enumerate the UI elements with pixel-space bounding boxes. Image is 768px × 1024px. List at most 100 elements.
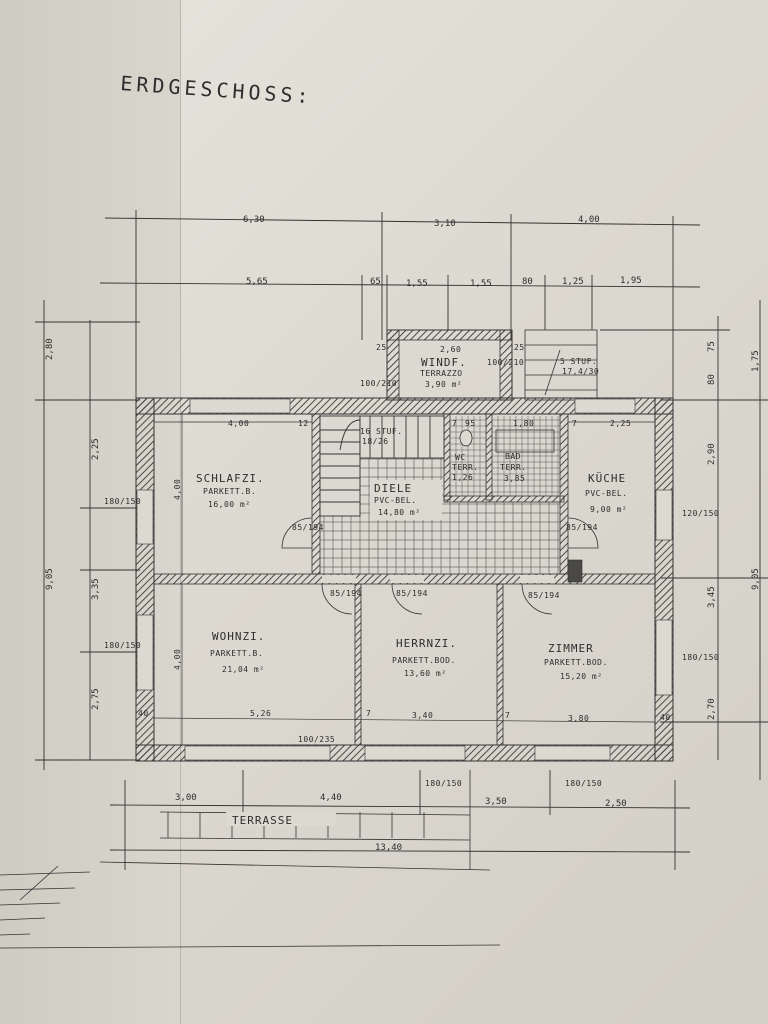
room-wohnzi-area: 21,04 m² xyxy=(222,665,265,674)
opening-schlafzi-door: 85/194 xyxy=(292,523,324,532)
top-dimension-lines xyxy=(99,210,701,400)
dim-top-1: 6,30 xyxy=(243,215,265,225)
dim-left-3: 3,35 xyxy=(91,578,101,600)
dim-inner-bad-width: 1,80 xyxy=(513,419,534,428)
opening-zimmer-door: 85/194 xyxy=(528,591,560,600)
dim-left-1: 2,80 xyxy=(45,338,55,360)
opening-zimmer-bottom-window: 180/150 xyxy=(565,779,602,788)
dim-inner-7-b: 7 xyxy=(505,711,510,720)
opening-kueche-door: 85/194 xyxy=(566,523,598,532)
room-windf-floor: TERRAZZO xyxy=(420,369,463,378)
terrace-label: TERRASSE xyxy=(232,814,293,827)
dim-bottom-4: 2,50 xyxy=(605,799,627,809)
room-bad-area: 3,85 xyxy=(504,474,525,483)
dim-inner-wohnzi-width: 5,26 xyxy=(250,709,271,718)
entry-stairs-steps: 5 STUF. xyxy=(560,357,597,366)
dim-left-2: 2,25 xyxy=(91,438,101,460)
dim-top-3: 4,00 xyxy=(578,215,600,225)
room-zimmer-area: 15,20 m² xyxy=(560,672,603,681)
room-diele-area: 14,80 m² xyxy=(378,508,421,517)
room-kueche-floor: PVC-BEL. xyxy=(585,489,628,498)
dim-top-2: 3,10 xyxy=(434,219,456,229)
room-wohnzi-name: WOHNZI. xyxy=(212,630,265,643)
dim-right-6: 2,70 xyxy=(707,698,717,720)
dim-top2-5: 80 xyxy=(522,277,533,287)
dim-bottom-3: 3,50 xyxy=(485,797,507,807)
dim-top2-6: 1,25 xyxy=(562,277,584,287)
opening-windf-left: 25 xyxy=(376,343,387,352)
room-wohnzi-floor: PARKETT.B. xyxy=(210,649,263,658)
opening-herrnzi-window: 180/150 xyxy=(425,779,462,788)
room-herrnzi-floor: PARKETT.BOD. xyxy=(392,656,456,665)
room-diele-name: DIELE xyxy=(374,482,412,495)
dim-right-4: 2,90 xyxy=(707,443,717,465)
opening-schlafzi-window: 180/150 xyxy=(104,497,141,506)
dim-top2-1: 5,65 xyxy=(246,277,268,287)
bathtub-icon xyxy=(495,429,555,453)
room-windf-area: 3,90 m² xyxy=(425,380,462,389)
dim-top2-4: 1,55 xyxy=(470,279,492,289)
dim-bottom-1: 3,00 xyxy=(175,793,197,803)
opening-zimmer-window: 180/150 xyxy=(682,653,719,662)
opening-wohnzi-door: 85/194 xyxy=(330,589,362,598)
room-diele-floor: PVC-BEL. xyxy=(374,496,417,505)
dim-inner-wohnzi-depth: 4,00 xyxy=(173,649,182,670)
dim-right-7: 9,05 xyxy=(751,568,761,590)
dim-inner-40-left: 40 xyxy=(138,709,149,718)
terrace-label-bg xyxy=(226,812,336,826)
dim-right-1: 75 xyxy=(707,341,717,352)
opening-herrnzi-door: 85/194 xyxy=(396,589,428,598)
dim-inner-kueche-width: 2,25 xyxy=(610,419,631,428)
main-staircase xyxy=(319,415,445,517)
dim-inner-7-d: 7 xyxy=(572,419,577,428)
diele-label-bg xyxy=(370,480,442,520)
room-herrnzi-name: HERRNZI. xyxy=(396,637,457,650)
right-dimension-lines xyxy=(600,300,768,780)
inner-dimension-lines xyxy=(153,414,656,745)
room-kueche-area: 9,00 m² xyxy=(590,505,627,514)
dim-inner-12: 12 xyxy=(298,419,309,428)
opening-windf-right: 25 xyxy=(514,343,525,352)
room-bad-name: BAD xyxy=(505,452,521,461)
room-zimmer-name: ZIMMER xyxy=(548,642,594,655)
dim-inner-schlafzi-depth: 4,00 xyxy=(173,479,182,500)
dim-inner-zimmer-width: 3,80 xyxy=(568,714,589,723)
opening-terrace-door: 100/235 xyxy=(298,735,335,744)
dim-inner-7-a: 7 xyxy=(366,709,371,718)
left-dimension-lines xyxy=(35,300,140,770)
diele-floor-tiles-east xyxy=(444,502,560,574)
dim-right-5: 3,45 xyxy=(707,586,717,608)
dim-inner-schlafzi-width: 4,00 xyxy=(228,419,249,428)
opening-kueche-window: 120/150 xyxy=(682,509,719,518)
dim-bottom-2: 4,40 xyxy=(320,793,342,803)
room-windf-name: WINDF. xyxy=(421,356,467,369)
room-schlafzi-name: SCHLAFZI. xyxy=(196,472,265,485)
room-wc-area: 1,26 xyxy=(452,473,473,482)
bad-floor-tiles xyxy=(492,416,560,496)
main-stairs-steps: 16 STUF. xyxy=(360,427,403,436)
bottom-dimension-lines xyxy=(109,770,691,870)
entry-vestibule xyxy=(386,329,513,401)
dim-left-5: 9,05 xyxy=(45,568,55,590)
dim-left-4: 2,75 xyxy=(91,688,101,710)
wc-floor-tiles xyxy=(450,416,486,496)
opening-windf-window: 2,60 xyxy=(440,345,461,354)
dim-inner-7-c: 7 xyxy=(452,419,457,428)
dim-top2-7: 1,95 xyxy=(620,276,642,286)
room-bad-floor: TERR. xyxy=(500,463,527,472)
entry-stairs-ratio: 17,4/30 xyxy=(562,367,599,376)
room-wc-floor: TERR. xyxy=(452,463,479,472)
inner-walls xyxy=(153,413,656,746)
dim-top2-3: 1,55 xyxy=(406,279,428,289)
dim-bottom-total: 13,40 xyxy=(375,843,402,853)
outer-stair-lines xyxy=(0,865,501,949)
door-swings xyxy=(281,517,599,615)
outer-walls xyxy=(135,397,674,762)
opening-entry-door: 100/210 xyxy=(360,379,397,388)
main-stairs-ratio: 18/26 xyxy=(362,437,389,446)
dim-top2-2: 65 xyxy=(370,277,381,287)
toilet-icon xyxy=(459,429,473,447)
dim-right-3: 80 xyxy=(707,374,717,385)
dim-inner-95: 95 xyxy=(465,419,476,428)
